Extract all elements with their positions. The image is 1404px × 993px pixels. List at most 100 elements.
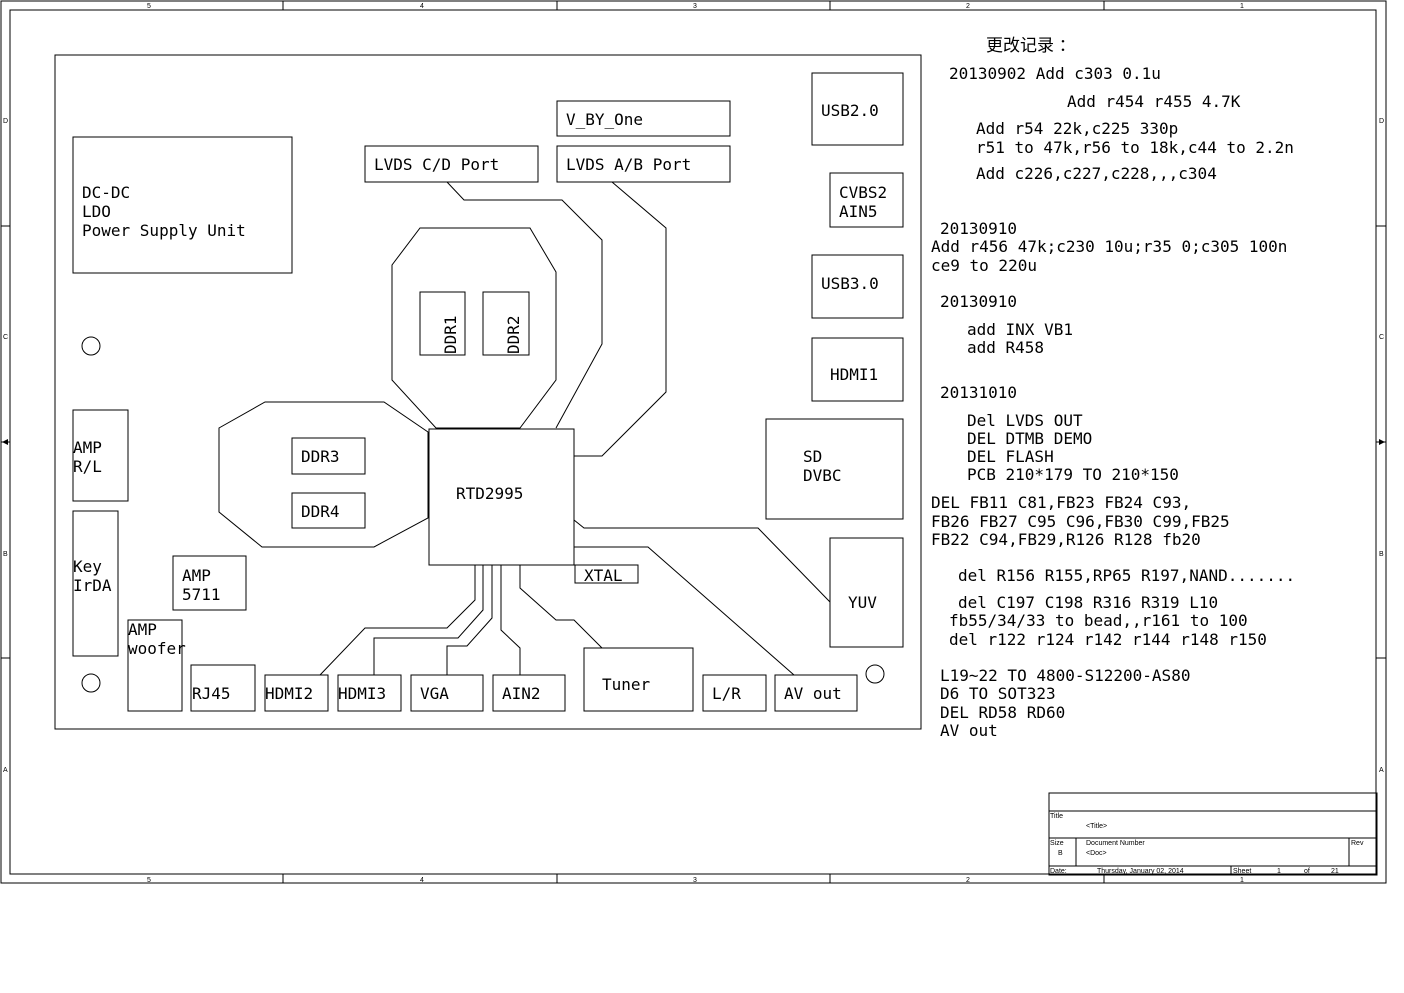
changelog-line: Add c226,c227,c228,,,c304 [976,164,1217,183]
usb2-block: USB2.0 [811,72,904,146]
key-irda-line-2: IrDA [73,576,112,595]
lr-block: L/R [702,674,767,712]
row-label-right-d: D [1379,118,1384,125]
amp-rl-line-2: R/L [73,457,102,476]
yuv-label: YUV [848,593,877,612]
key-irda-block: Key IrDA [72,510,119,657]
changelog-line: FB26 FB27 C95 C96,FB30 C99,FB25 [931,512,1230,531]
cvbs2-block: CVBS2 AIN5 [829,172,904,228]
power-supply-line-2: LDO [82,202,111,221]
changelog-line: FB22 C94,FB29,R126 R128 fb20 [931,530,1201,549]
usb3-block: USB3.0 [811,254,904,319]
changelog-line: 20130902 Add c303 0.1u [949,64,1161,83]
changelog-line: 20131010 [940,383,1017,402]
av-out-block: AV out [774,674,858,712]
col-label-top-4: 4 [420,3,424,10]
tuner-label: Tuner [602,675,651,694]
ddr3-label: DDR3 [301,447,340,466]
sheet-number: 1 [1277,868,1281,875]
date-label: Date: [1050,868,1067,875]
amp-5711-line-2: 5711 [182,585,221,604]
changelog-line: ce9 to 220u [931,256,1037,275]
vga-label: VGA [420,684,449,703]
hdmi1-block: HDMI1 [811,337,904,402]
rev-label: Rev [1351,840,1364,847]
ddr12-region [391,227,557,429]
ddr4-block: DDR4 [291,492,366,529]
hdmi3-block: HDMI3 [337,674,402,712]
changelog-line: Add r456 47k;c230 10u;r35 0;c305 100n [931,237,1287,256]
changelog-line: del R156 R155,RP65 R197,NAND....... [958,566,1295,585]
mounting-hole [865,664,885,684]
col-label-bottom-5: 5 [147,877,151,884]
av-out-label: AV out [784,684,842,703]
tuner-block: Tuner [583,647,694,712]
size-value: B [1058,850,1063,857]
title-block: Title <Title> Size B Document Number <Do… [1048,792,1378,876]
sheet-total: 21 [1331,868,1339,875]
lvds-cd-block: LVDS C/D Port [364,145,539,183]
soc-label: RTD2995 [456,484,523,503]
doc-number-label: Document Number [1086,840,1145,847]
changelog-line: add R458 [967,338,1044,357]
col-label-bottom-4: 4 [420,877,424,884]
amp-rl-line-1: AMP [73,438,102,457]
cvbs2-line-1: CVBS2 [839,183,887,202]
changelog-line: Del LVDS OUT [967,411,1083,430]
changelog-line: 20130910 [940,292,1017,311]
sheet-label: Sheet [1233,868,1251,875]
key-irda-line-1: Key [73,557,102,576]
date-value: Thursday, January 02, 2014 [1097,868,1184,875]
changelog-line: DEL RD58 RD60 [940,703,1065,722]
row-label-right-c: C [1379,334,1384,341]
changelog-line: PCB 210*179 TO 210*150 [967,465,1179,484]
changelog-line: DEL FB11 C81,FB23 FB24 C93, [931,493,1191,512]
amp-5711-line-1: AMP [182,566,211,585]
row-label-right-b: B [1379,551,1384,558]
row-label-left-d: D [3,118,8,125]
changelog-line: fb55/34/33 to bead,,r161 to 100 [949,611,1248,630]
mounting-hole [81,673,101,693]
changelog-line: L19~22 TO 4800-S12200-AS80 [940,666,1190,685]
amp-5711-block: AMP 5711 [172,555,247,611]
sheet-border: 5 4 3 2 1 5 4 3 2 1 D C B A D C B A [0,0,1387,884]
amp-woofer-block: AMP woofer [127,619,186,712]
col-label-bottom-1: 1 [1240,877,1244,884]
rj45-label: RJ45 [192,684,231,703]
center-arrow-right [1379,439,1385,445]
doc-number-value: <Doc> [1086,850,1107,857]
cvbs2-line-2: AIN5 [839,202,878,221]
amp-rl-block: AMP R/L [72,409,129,502]
usb2-label: USB2.0 [821,101,879,120]
changelog-line: DEL FLASH [967,447,1054,466]
ain2-label: AIN2 [502,684,541,703]
changelog-line: add INX VB1 [967,320,1073,339]
col-label-top-3: 3 [693,3,697,10]
ddr3-block: DDR3 [291,437,366,475]
hdmi3-label: HDMI3 [338,684,386,703]
ddr1-label: DDR1 [441,315,460,354]
hdmi1-label: HDMI1 [830,365,878,384]
xtal-block: XTAL [574,564,639,585]
v-by-one-label: V_BY_One [566,110,643,129]
changelog-line: r51 to 47k,r56 to 18k,c44 to 2.2n [976,138,1294,157]
ddr2-block: DDR2 [482,291,530,356]
amp-woofer-line-1: AMP [128,620,157,639]
power-supply-block: DC-DC LDO Power Supply Unit [72,136,293,274]
board-outline [54,54,922,730]
sd-dvbc-line-2: DVBC [803,466,842,485]
lr-label: L/R [712,684,741,703]
sd-dvbc-line-1: SD [803,447,822,466]
rj45-block: RJ45 [190,664,256,712]
col-label-bottom-3: 3 [693,877,697,884]
usb3-label: USB3.0 [821,274,879,293]
mounting-hole [81,336,101,356]
xtal-label: XTAL [584,566,623,585]
title-label: Title [1050,813,1063,820]
changelog-line: Add r54 22k,c225 330p [976,119,1178,138]
row-label-left-a: A [3,767,8,774]
of-label: of [1304,868,1310,875]
col-label-top-5: 5 [147,3,151,10]
power-supply-line-3: Power Supply Unit [82,221,246,240]
col-label-bottom-2: 2 [966,877,970,884]
